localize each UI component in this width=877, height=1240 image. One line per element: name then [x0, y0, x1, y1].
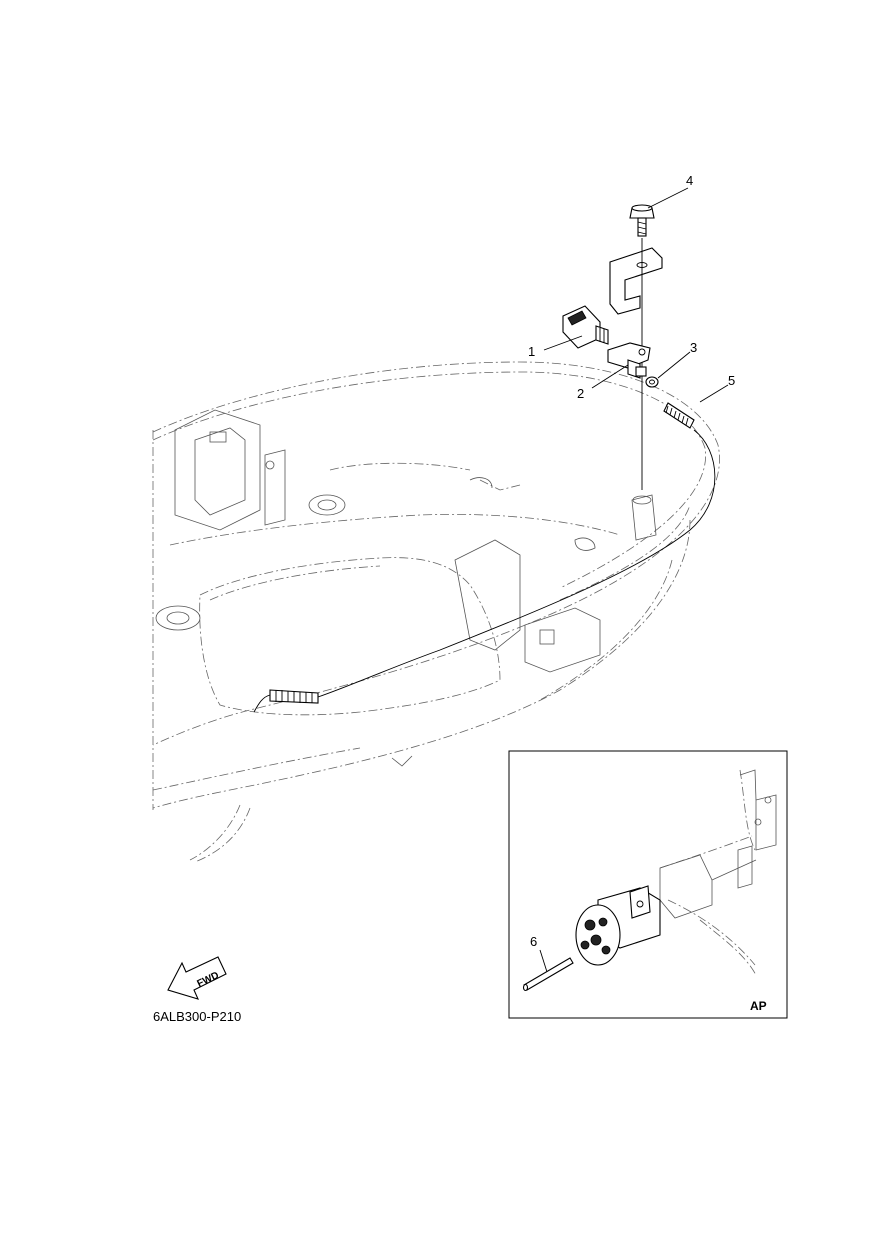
sensor-part-1 [562, 305, 609, 349]
holder-part-2 [607, 342, 651, 379]
inset-panel: 6 AP [508, 750, 788, 1019]
clip-part-3 [645, 376, 659, 388]
cable-assembly [253, 402, 716, 713]
bracket [609, 247, 663, 315]
bolt-part-4 [629, 204, 655, 237]
callout-leaders [543, 187, 729, 403]
callout-2: 2 [577, 386, 584, 401]
callout-5: 5 [728, 373, 735, 388]
callout-3: 3 [690, 340, 697, 355]
fwd-arrow: FWD [167, 956, 227, 1000]
callout-1: 1 [528, 344, 535, 359]
pin-part-6 [522, 957, 574, 992]
bottom-cowling [152, 361, 720, 863]
coupler [575, 885, 661, 966]
diagram-code: 6ALB300-P210 [153, 1009, 241, 1024]
callout-6: 6 [530, 934, 537, 949]
callout-4: 4 [686, 173, 693, 188]
inset-label: AP [750, 999, 767, 1013]
